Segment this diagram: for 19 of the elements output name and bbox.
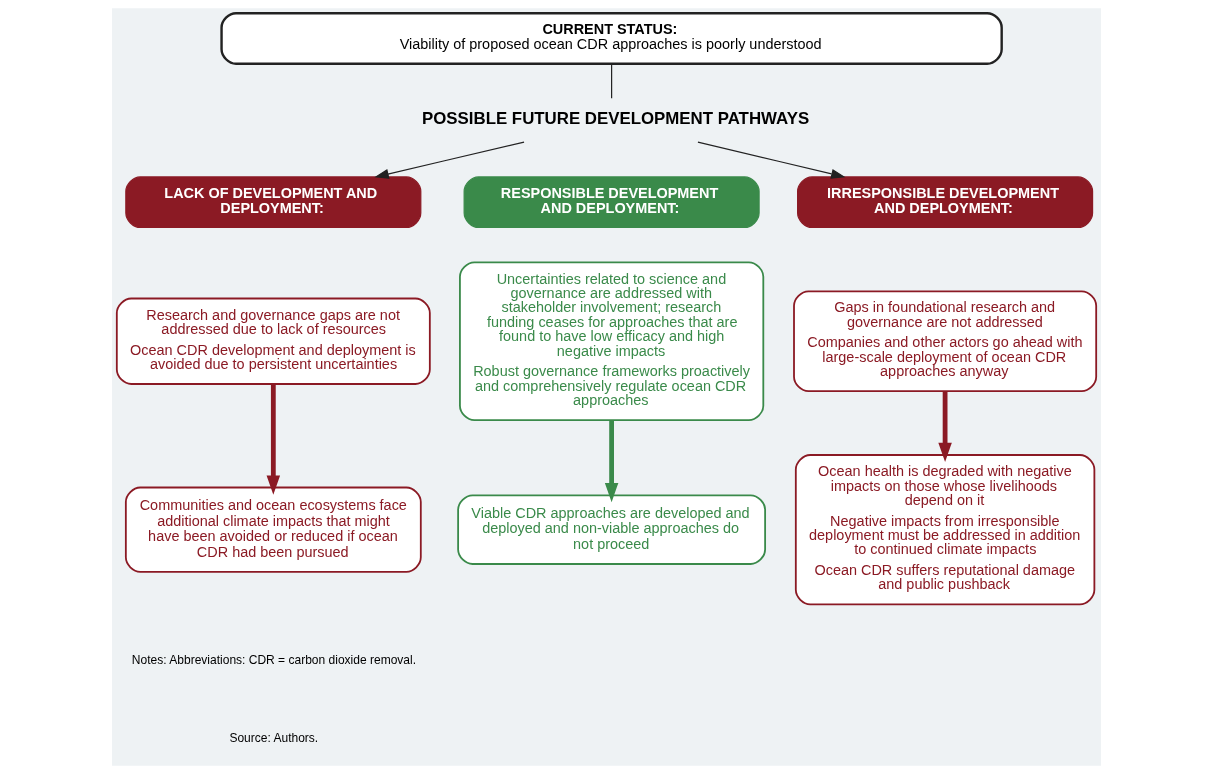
node-box: Communities and ocean ecosystems face additional climate impacts that might have been avoided or reduced if ocean CDR had been pursued [124,486,422,573]
arrow [266,384,280,495]
node-box: LACK OF DEVELOPMENT AND DEPLOYMENT: [124,176,421,229]
node-box: CURRENT STATUS: Viability of proposed ocean CDR approaches is poorly understood [219,12,1003,65]
node-box: Uncertainties related to science and governance are addressed with stakeholder involvement; research funding ceases for approaches that are found to have low efficacy and high negative impacts Robust governance frameworks proactively and comprehensively regulate ocean CDR approaches [458,261,764,421]
node-box: Gaps in foundational research and governance are not addressed Companies and other actors go ahead with large-scale deployment of ocean CDR approaches anyway [792,290,1097,393]
node-text: POSSIBLE FUTURE DEVELOPMENT PATHWAYS [421,108,809,128]
node-box: Ocean health is degraded with negative impacts on those whose livelihoods depend on it Negative impacts from irresponsible deployment must be addressed in addition to continued climate impacts Ocean CDR suffers reputational damage and public pushback [794,454,1095,606]
label: Source: Authors. [228,731,318,746]
node-box: RESPONSIBLE DEVELOPMENT AND DEPLOYMENT: [463,176,760,229]
connector [610,63,612,99]
node-box: IRRESPONSIBLE DEVELOPMENT AND DEPLOYMENT: [796,176,1093,229]
arrow [604,420,618,503]
node-box: Research and governance gaps are not addressed due to lack of resources Ocean CDR development and deployment is avoided due to persistent uncertainties [115,297,431,385]
arrow [373,141,525,179]
label: Notes: Abbreviations: CDR = carbon dioxide removal. [131,652,416,667]
node-box: Viable CDR approaches are developed and deployed and non-viable approaches do not proceed [456,494,766,565]
arrow [696,141,845,179]
arrow [937,391,952,462]
